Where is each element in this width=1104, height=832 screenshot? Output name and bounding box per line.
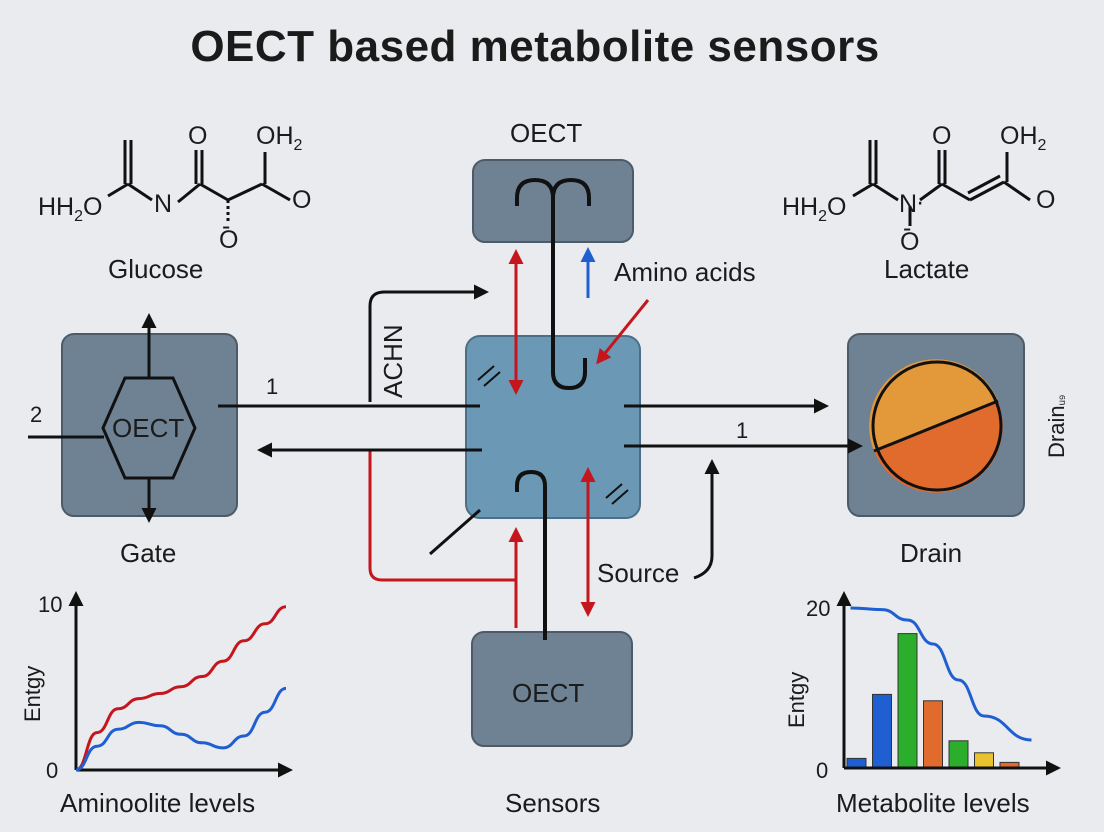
right-chart-ytick-top: 20 [806, 596, 831, 621]
gate-wire-number-1: 1 [266, 374, 279, 399]
source-label: Source [597, 558, 680, 588]
bottom-oect-inner-label: OECT [512, 678, 585, 708]
glucose-atom-o1: O [188, 122, 208, 150]
lactate-atom-o1: O [932, 122, 952, 150]
right-chart-bar-2 [872, 693, 892, 769]
glucose-atom-o2: O [292, 186, 312, 214]
achn-label: ACHN [378, 324, 408, 398]
left-chart-series-blue [75, 686, 287, 772]
glucose-structure [107, 140, 291, 222]
center-ticks [477, 365, 629, 505]
diagonal-stub [429, 508, 481, 556]
lactate-label: Lactate [884, 254, 970, 284]
lactate-atom-dot: · [916, 188, 925, 216]
glucose-atom-n: N [154, 190, 173, 218]
red-arrow-amino-pointer [596, 299, 650, 365]
right-bar-chart [836, 591, 1061, 776]
glucose-label: Glucose [108, 254, 204, 284]
lactate-atom-o-minus: -O [900, 214, 920, 256]
left-chart-ytick-bottom: 0 [46, 758, 59, 783]
red-loop-left [368, 450, 516, 582]
left-line-chart [68, 591, 293, 778]
source-hook-arrow [693, 459, 720, 580]
right-chart-bar-4 [923, 700, 943, 769]
bottom-oect-block [471, 631, 633, 747]
lactate-atom-o2: O [1036, 186, 1056, 214]
glucose-atom-hh2: HH2O [38, 193, 103, 225]
lactate-structure [852, 140, 1031, 226]
gate-input-number-2: 2 [30, 402, 43, 427]
lactate-atom-oh2: OH2 [1000, 122, 1047, 154]
drain-caption: Drain [900, 538, 963, 568]
right-chart-bar-5 [948, 740, 969, 769]
lactate-atom-hh2: HH2O [782, 193, 847, 225]
right-chart-xlabel: Metabolite levels [836, 788, 1030, 818]
left-chart-xlabel: Aminoolite levels [60, 788, 256, 818]
right-chart-bar-3 [897, 633, 918, 769]
page-title: OECT based metabolite sensors [190, 22, 880, 71]
amino-acids-label: Amino acids [614, 257, 756, 287]
glucose-atom-oh2: OH2 [256, 122, 303, 154]
drain-wire-number-1: 1 [736, 418, 749, 443]
right-chart-overlay-curve [850, 606, 1032, 742]
right-chart-bar-6 [974, 752, 994, 769]
center-upper-hook [551, 358, 587, 391]
drain-side-label: Drainᵤ₉ [1044, 394, 1069, 458]
right-chart-ytick-bottom: 0 [816, 758, 829, 783]
gate-to-top-connector [368, 284, 489, 402]
left-chart-series-red [75, 605, 287, 772]
gate-hexagon [101, 376, 197, 480]
left-chart-ylabel: Entgy [20, 665, 45, 722]
lactate-atom-n: N [899, 190, 918, 218]
glucose-atom-o-minus: -O [219, 212, 239, 254]
drain-pie [869, 359, 1003, 493]
gate-caption: Gate [120, 538, 177, 568]
top-oect-label: OECT [510, 118, 583, 148]
sensors-caption: Sensors [505, 788, 601, 818]
gate-inner-label: OECT [112, 413, 185, 443]
right-chart-ylabel: Entgy [784, 671, 809, 728]
center-lower-hook [515, 469, 547, 640]
top-loop [515, 177, 591, 206]
left-chart-ytick-top: 10 [38, 592, 63, 617]
